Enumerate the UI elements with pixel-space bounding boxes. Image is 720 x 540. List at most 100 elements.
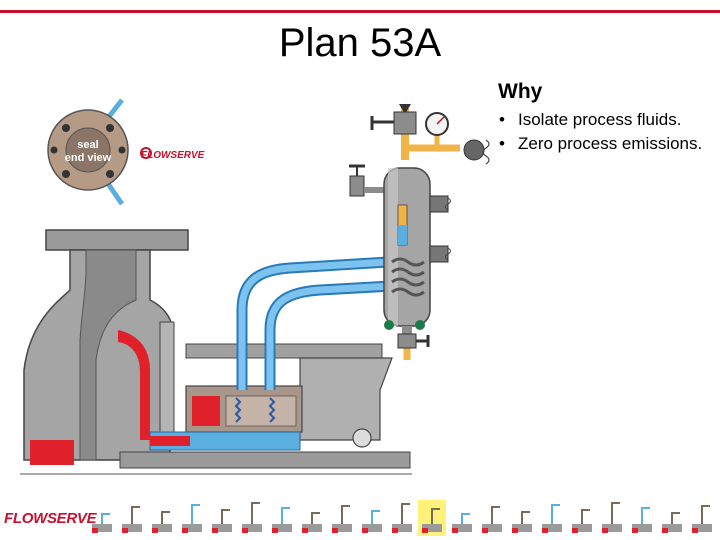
plan-thumbnail[interactable] — [152, 511, 172, 533]
plan-thumbnail[interactable] — [92, 513, 112, 533]
thumbnail-pump-icon — [572, 524, 592, 532]
plan-thumbnail[interactable] — [572, 509, 592, 533]
thumbnail-pump-icon — [122, 524, 142, 532]
plan-thumbnail[interactable] — [662, 512, 682, 533]
pump-shaft — [119, 451, 411, 469]
thumbnail-fluid-mark — [392, 528, 398, 533]
bearing-icon — [352, 428, 372, 448]
supply-valve-icon — [393, 111, 417, 135]
plan-thumbnail[interactable] — [452, 513, 472, 533]
footer-logo: FLOWSERVE — [4, 510, 97, 527]
plan-thumbnail[interactable] — [542, 504, 562, 533]
plan-thumbnail[interactable] — [418, 500, 446, 536]
thumbnail-pipe-icon — [701, 505, 710, 524]
pump-casing — [23, 229, 189, 465]
plan-thumbnail[interactable] — [362, 510, 382, 533]
seal-spring-icon — [268, 397, 276, 423]
flow-arrow-icon — [399, 104, 411, 114]
thumbnail-pipe-icon — [581, 509, 590, 524]
thumbnail-fluid-mark — [422, 528, 428, 533]
thumbnail-fluid-mark — [92, 528, 98, 533]
thumbnail-pipe-icon — [401, 503, 410, 524]
thumbnail-pipe-icon — [101, 513, 110, 524]
thumbnail-pump-icon — [182, 524, 202, 532]
thumbnail-fluid-mark — [692, 528, 698, 533]
thumbnail-pump-icon — [362, 524, 382, 532]
thumbnail-pump-icon — [242, 524, 262, 532]
gland-bolt-icon — [106, 170, 114, 178]
gland-bolt-icon — [62, 124, 70, 132]
bullet-zero-emissions: • Zero process emissions. — [498, 134, 718, 154]
thumbnail-fluid-mark — [452, 528, 458, 533]
gland-bolt-icon — [118, 146, 126, 154]
thumbnail-pipe-icon — [491, 506, 500, 524]
thumbnail-pipe-icon — [341, 505, 350, 524]
barrier-reservoir — [383, 167, 451, 360]
thumbnail-pump-icon — [692, 524, 712, 532]
thumbnail-fluid-mark — [182, 528, 188, 533]
plan-thumbnail[interactable] — [302, 512, 322, 533]
plan-thumbnail[interactable] — [182, 504, 202, 533]
bullet-text: Zero process emissions. — [518, 134, 703, 153]
plan-53a-schematic: seal end view FLOWSERVE — [20, 98, 490, 475]
barrier-return-line — [266, 282, 393, 390]
pressurization-piping — [370, 104, 490, 165]
thumbnail-fluid-mark — [662, 528, 668, 533]
why-bullet-list: • Isolate process fluids. • Zero process… — [498, 110, 718, 154]
diagram-brand-mark: FLOWSERVE — [140, 147, 205, 161]
slide-title: Plan 53A — [278, 21, 442, 65]
thumbnail-pump-icon — [422, 524, 442, 532]
plan-thumbnail[interactable] — [122, 506, 142, 533]
process-fluid-impeller — [118, 330, 150, 440]
thumbnail-pump-icon — [302, 524, 322, 532]
plan-thumbnail[interactable] — [692, 505, 712, 533]
seal-label-line1: seal — [77, 139, 98, 151]
plan-thumbnail[interactable] — [212, 509, 232, 533]
thumbnail-pump-icon — [662, 524, 682, 532]
thumbnail-pipe-icon — [551, 504, 560, 524]
thumbnail-pump-icon — [542, 524, 562, 532]
bearing-frame — [20, 343, 412, 475]
thumbnail-pipe-icon — [221, 509, 230, 524]
plan-thumbnail[interactable] — [602, 502, 622, 533]
thumbnail-pipe-icon — [521, 511, 530, 524]
footer: FLOWSERVE — [0, 496, 720, 540]
coolant-inlet-icon — [384, 320, 394, 330]
plan-thumbnail-strip — [92, 500, 712, 536]
plan-thumbnail[interactable] — [632, 507, 652, 533]
bullet-text: Isolate process fluids. — [518, 110, 682, 129]
plan-thumbnail[interactable] — [242, 502, 262, 533]
thumbnail-fluid-mark — [542, 528, 548, 533]
barrier-piping — [236, 256, 393, 390]
plan-thumbnail[interactable] — [272, 507, 292, 533]
thumbnail-pump-icon — [632, 524, 652, 532]
pressure-switch-icon — [463, 139, 485, 161]
plan-thumbnail[interactable] — [482, 506, 502, 533]
thumbnail-fluid-mark — [212, 528, 218, 533]
thumbnail-pipe-icon — [311, 512, 320, 524]
thumbnail-pipe-icon — [131, 506, 140, 524]
process-fluid-volute — [30, 440, 74, 465]
plan-thumbnail[interactable] — [512, 511, 532, 533]
plan-thumbnail[interactable] — [332, 505, 352, 533]
gland-bolt-icon — [106, 124, 114, 132]
gland-bolt-icon — [50, 146, 58, 154]
fill-valve — [349, 164, 384, 197]
thumbnail-pipe-icon — [671, 512, 680, 524]
thumbnail-fluid-mark — [302, 528, 308, 533]
seal-spring-icon — [234, 397, 242, 423]
bullet-isolate: • Isolate process fluids. — [498, 110, 718, 130]
thumbnail-pipe-icon — [191, 504, 200, 524]
coolant-outlet-icon — [415, 320, 425, 330]
level-gauge-fluid — [398, 225, 407, 245]
thumbnail-pump-icon — [602, 524, 622, 532]
thumbnail-pump-icon — [212, 524, 232, 532]
thumbnail-fluid-mark — [272, 528, 278, 533]
barrier-supply-line — [238, 258, 389, 390]
drain-valve-icon — [397, 333, 417, 349]
plan-thumbnail[interactable] — [392, 503, 412, 533]
bullet-dot-icon: • — [499, 134, 505, 153]
gland-bolt-icon — [62, 170, 70, 178]
thumbnail-pipe-icon — [641, 507, 650, 524]
thumbnail-pipe-icon — [161, 511, 170, 524]
